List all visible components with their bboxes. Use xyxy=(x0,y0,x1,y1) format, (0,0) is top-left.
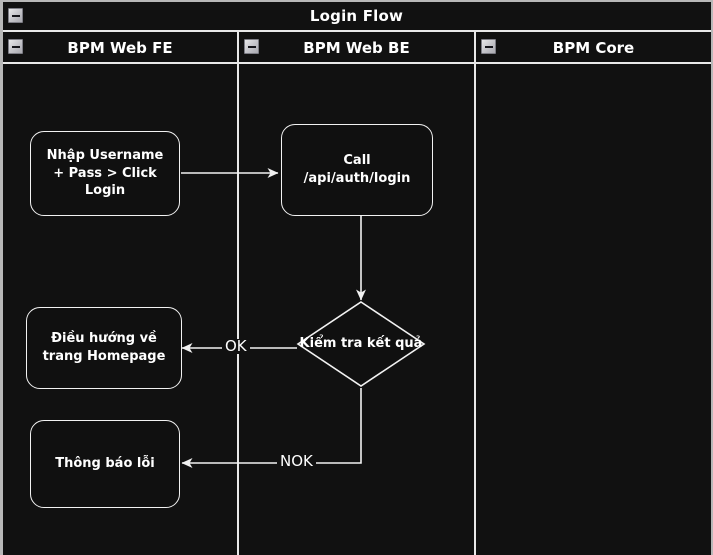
pool-title-label: Login Flow xyxy=(309,6,404,25)
lane-collapse-icon-be[interactable] xyxy=(244,39,259,54)
frame-right-border xyxy=(711,0,713,555)
pool-title: Login Flow xyxy=(0,0,713,31)
edge-label-ok-text: OK xyxy=(225,337,247,355)
edge-label-nok-text: NOK xyxy=(280,452,313,470)
lane-divider-be-core xyxy=(474,32,476,555)
lane-header-be: BPM Web BE xyxy=(239,32,474,63)
frame-top-border xyxy=(0,0,713,2)
lane-header-underline xyxy=(3,62,711,64)
task-node-call-login-api[interactable]: Call /api/auth/login xyxy=(281,124,433,216)
task-node-input-credentials[interactable]: Nhập Username + Pass > Click Login xyxy=(30,131,180,216)
pool-title-underline xyxy=(3,30,711,32)
lane-divider-fe-be xyxy=(237,32,239,555)
frame-left-border xyxy=(0,0,3,555)
lane-collapse-icon-fe[interactable] xyxy=(8,39,23,54)
task-node-redirect-homepage-label: Điều hướng về trang Homepage xyxy=(42,331,166,364)
decision-node-check-result-label: Kiểm tra kết quả xyxy=(299,336,423,351)
lane-label-core: BPM Core xyxy=(552,38,635,57)
pool-collapse-icon[interactable] xyxy=(8,8,23,23)
decision-node-check-result[interactable]: Kiểm tra kết quả xyxy=(296,300,426,388)
task-node-call-login-api-label: Call /api/auth/login xyxy=(303,153,411,186)
decision-diamond-shape xyxy=(296,301,426,387)
task-node-input-credentials-label: Nhập Username + Pass > Click Login xyxy=(46,148,164,199)
edge-label-ok: OK xyxy=(222,339,250,354)
task-node-show-error[interactable]: Thông báo lỗi xyxy=(30,420,180,508)
lane-collapse-icon-core[interactable] xyxy=(481,39,496,54)
task-node-redirect-homepage[interactable]: Điều hướng về trang Homepage xyxy=(26,307,182,389)
lane-label-fe: BPM Web FE xyxy=(67,38,173,57)
edge-n3-n5-nok xyxy=(181,388,362,468)
lane-label-be: BPM Web BE xyxy=(303,38,410,57)
lane-header-core: BPM Core xyxy=(476,32,711,63)
task-node-show-error-label: Thông báo lỗi xyxy=(55,456,155,472)
lane-header-fe: BPM Web FE xyxy=(3,32,237,63)
edge-label-nok: NOK xyxy=(277,454,316,469)
